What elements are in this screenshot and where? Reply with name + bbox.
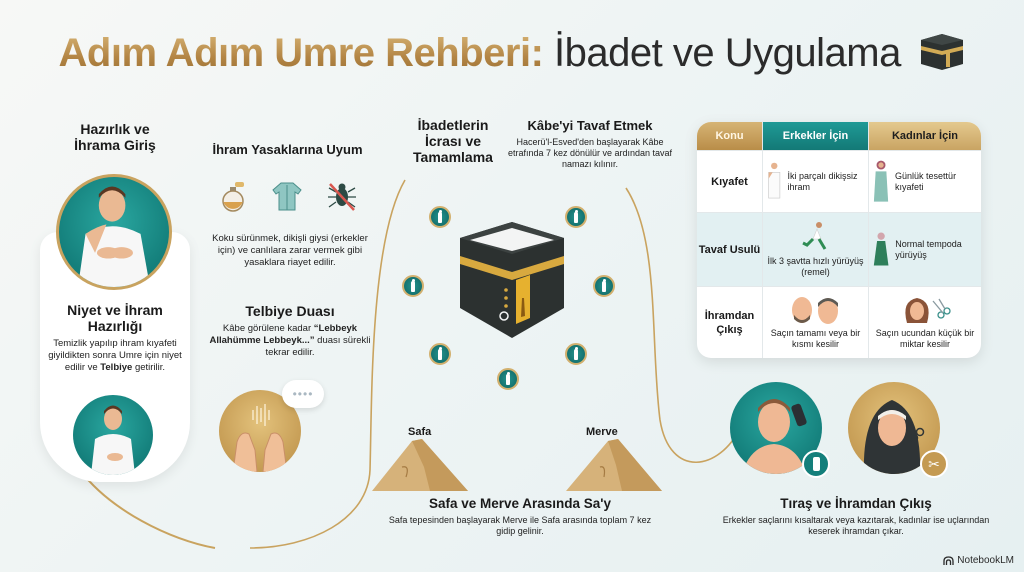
telbiye-title: Telbiye Duası xyxy=(245,303,335,319)
man-ihram-icon xyxy=(768,162,781,198)
speech-bubble: •••• xyxy=(282,380,324,408)
women-cell: Normal tempoda yürüyüş xyxy=(869,213,981,286)
heading-line: İcrası ve xyxy=(424,133,482,149)
logo-text: NotebookLM xyxy=(957,555,1014,566)
ihram-rules-title: İhram Yasaklarına Uyum xyxy=(212,142,363,157)
body-text: Kâbe görülene kadar xyxy=(222,323,314,334)
body-text: getirilir. xyxy=(132,362,166,373)
say-section: Safa ve Merve Arasında Sa'y Safa tepesin… xyxy=(380,496,660,537)
body-text: duası sürekli tekrar edilir. xyxy=(265,335,371,358)
body-bold: “Lebbeyk Allahümme Lebbeyk...” xyxy=(209,323,358,346)
man-in-ihram-icon xyxy=(77,186,151,287)
heading-line: İbadetlerin xyxy=(417,117,489,133)
praying-hands-icon xyxy=(232,404,288,472)
men-cell: Saçın tamamı veya bir kısmı kesilir xyxy=(763,287,869,358)
pilgrim-walker-icon xyxy=(497,368,519,390)
merve-label: Merve xyxy=(586,426,618,438)
tiras-body: Erkekler saçlarını kısaltarak veya kazıt… xyxy=(722,515,990,536)
niyet-section: Niyet ve İhram Hazırlığı Temizlik yapılı… xyxy=(44,302,186,374)
kaaba-icon xyxy=(921,34,964,70)
say-body: Safa tepesinden başlayarak Merve ile Saf… xyxy=(388,515,652,536)
woman-hijab-scissors-icon xyxy=(863,400,925,474)
kaaba-icon xyxy=(460,222,564,338)
women-text: Günlük tesettür kıyafeti xyxy=(895,170,957,192)
safa-label: Safa xyxy=(408,426,432,438)
scissors-badge-icon: ✂ xyxy=(920,450,948,478)
tavaf-title: Kâbe'yi Tavaf Etmek xyxy=(527,118,653,133)
notebooklm-logo: NotebookLM xyxy=(943,555,1014,566)
ihram-rules-icons xyxy=(218,180,358,216)
pilgrim-walker-icon xyxy=(429,206,451,228)
tavaf-section: Kâbe'yi Tavaf Etmek Hacerü'l-Esved'den b… xyxy=(500,118,680,170)
table-header-women: Kadınlar İçin xyxy=(869,122,981,150)
perfume-icon xyxy=(222,182,244,212)
woman-hijab-icon xyxy=(873,160,889,202)
running-man-icon xyxy=(801,222,826,250)
section-heading-preparation: Hazırlık ve İhrama Giriş xyxy=(50,121,180,153)
row-label: Tavaf Usulü xyxy=(697,213,763,286)
ihram-man-small-avatar xyxy=(73,395,153,475)
walking-woman-icon xyxy=(873,232,889,265)
pilgrim-walker-icon xyxy=(565,206,587,228)
safa-hill-icon xyxy=(372,439,468,491)
merve-hill-icon xyxy=(566,439,662,491)
comparison-table: Konu Erkekler İçin Kadınlar İçin Kıyafet… xyxy=(697,122,981,358)
tiras-title: Tıraş ve İhramdan Çıkış xyxy=(780,496,932,511)
pilgrim-walker-icon xyxy=(593,275,615,297)
ihram-rules-body: Koku sürünmek, dikişli giysi (erkekler i… xyxy=(212,233,368,268)
niyet-body: Temizlik yapılıp ihram kıyafeti giyildik… xyxy=(44,338,186,374)
notebooklm-icon xyxy=(943,556,954,565)
no-insect-icon xyxy=(328,183,356,211)
title-line: Hazırlığı xyxy=(87,318,143,334)
women-text: Saçın ucundan küçük bir miktar kesilir xyxy=(875,328,975,349)
table-header-row: Konu Erkekler İçin Kadınlar İçin xyxy=(697,122,981,150)
page-title: Adım Adım Umre Rehberi: İbadet ve Uygula… xyxy=(0,30,1024,76)
table-row: İhramdan Çıkış Saçın tamamı veya bir kıs… xyxy=(697,286,981,358)
women-cell: Saçın ucundan küçük bir miktar kesilir xyxy=(869,287,981,358)
table-row: Tavaf Usulü İlk 3 şavtta hızlı yürüyüş (… xyxy=(697,212,981,286)
men-text: Saçın tamamı veya bir kısmı kesilir xyxy=(770,328,861,349)
heading-line: Hazırlık ve xyxy=(80,121,150,137)
body-text: Temizlik yapılıp ihram kıyafeti giyildik… xyxy=(48,338,182,373)
title-part-gold: Adım Adım Umre Rehberi: xyxy=(58,31,544,75)
man-with-trimmer-icon xyxy=(742,399,807,474)
bald-heads-icon xyxy=(791,297,838,324)
women-cell: Günlük tesettür kıyafeti xyxy=(869,151,981,212)
tiras-section: Tıraş ve İhramdan Çıkış Erkekler saçları… xyxy=(706,496,1006,537)
men-text: İlk 3 şavtta hızlı yürüyüş (remel) xyxy=(767,256,864,277)
pilgrim-walker-icon xyxy=(402,275,424,297)
pilgrim-walker-icon xyxy=(565,343,587,365)
table-header-men: Erkekler İçin xyxy=(763,122,869,150)
men-text: İki parçalı dikişsiz ihram xyxy=(787,170,858,192)
tavaf-body: Hacerü'l-Esved'den başlayarak Kâbe etraf… xyxy=(507,137,673,169)
heading-line: İhrama Giriş xyxy=(74,137,156,153)
shirt-icon xyxy=(272,182,302,211)
say-title: Safa ve Merve Arasında Sa'y xyxy=(428,496,612,511)
row-label: Kıyafet xyxy=(697,151,763,212)
trimmer-badge-icon xyxy=(802,450,830,478)
section-heading-worship: İbadetlerin İcrası ve Tamamlama xyxy=(398,117,508,165)
men-cell: İki parçalı dikişsiz ihram xyxy=(763,151,869,212)
ihram-man-avatar xyxy=(56,174,172,290)
man-in-ihram-icon xyxy=(91,405,135,475)
table-row: Kıyafet İki parçalı dikişsiz ihram Günlü… xyxy=(697,150,981,212)
body-bold: Telbiye xyxy=(100,362,133,373)
women-text: Normal tempoda yürüyüş xyxy=(895,238,962,260)
niyet-title: Niyet ve İhram Hazırlığı xyxy=(44,302,186,334)
men-cell: İlk 3 şavtta hızlı yürüyüş (remel) xyxy=(763,213,869,286)
row-label: İhramdan Çıkış xyxy=(697,287,763,358)
woman-hair-scissors-icon xyxy=(905,298,951,323)
heading-line: Tamamlama xyxy=(413,149,493,165)
table-header-topic: Konu xyxy=(697,122,763,150)
telbiye-body: Kâbe görülene kadar “Lebbeyk Allahümme L… xyxy=(205,323,375,359)
pilgrim-walker-icon xyxy=(429,343,451,365)
title-line: Niyet ve İhram xyxy=(67,302,163,318)
title-part-dark: İbadet ve Uygulama xyxy=(554,31,901,75)
